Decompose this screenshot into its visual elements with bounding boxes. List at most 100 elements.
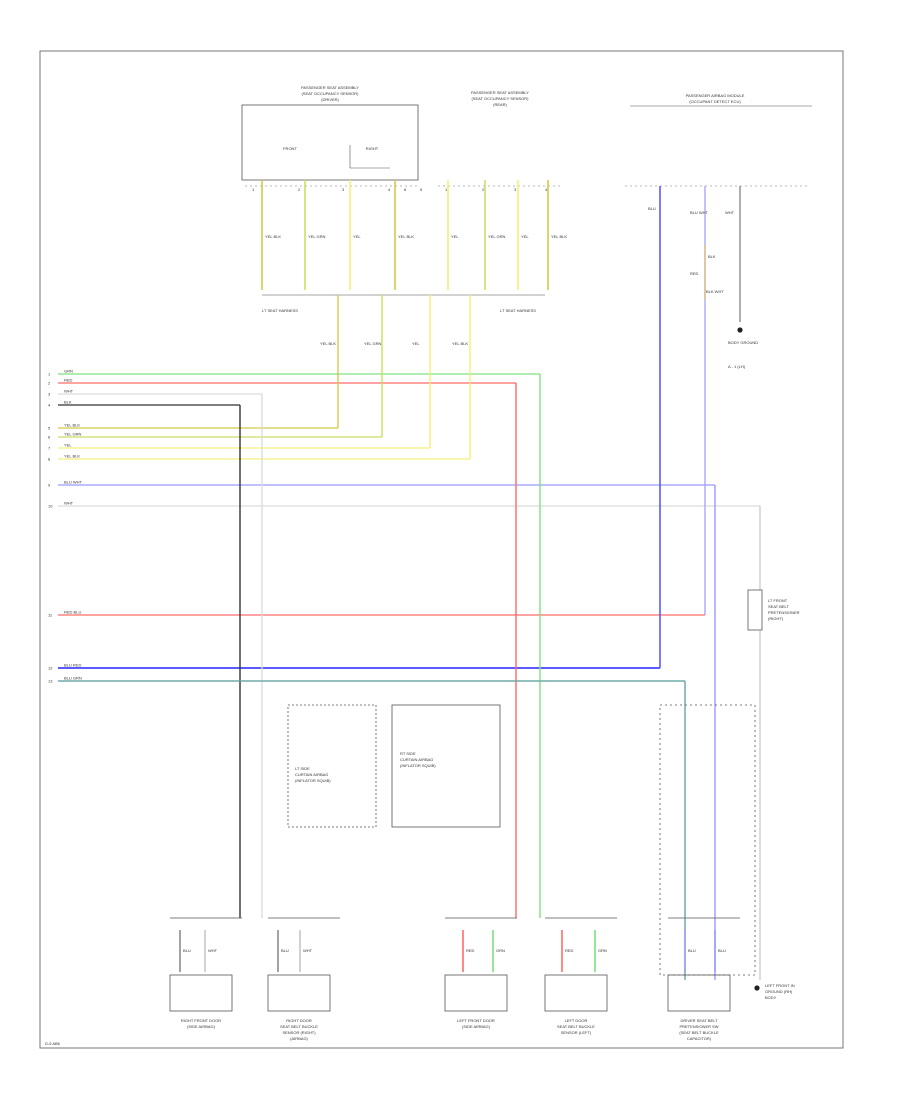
mid-wire-label: YEL GRN — [364, 341, 382, 346]
bus-wire-label: GRN — [64, 369, 73, 374]
bottom-component-label: RIGHT DOOR — [286, 1018, 312, 1023]
top-pin: 3 — [342, 187, 345, 192]
top-component-driver-seat: PASSENGER SEAT ASSEMBLY (SEAT OCCUPANCY … — [241, 85, 419, 181]
diagram-frame — [39, 50, 844, 1049]
center-module-label: LT SIDE — [295, 766, 310, 771]
mid-wire-label: YEL — [412, 341, 420, 346]
top-pin: 2 — [482, 187, 485, 192]
bottom-component-label: SENSOR (RIGHT) — [282, 1030, 316, 1035]
bottom-wire-label: RED — [565, 948, 574, 953]
right-module-wire-label: BLU — [648, 206, 656, 211]
bus-wire-label: BLU RED — [64, 663, 81, 668]
bus-wire-label: YEL — [64, 443, 72, 448]
bus-wire-label: YEL BLK — [64, 454, 80, 459]
bottom-component-box — [169, 974, 233, 1012]
bus-pin: 8 — [48, 457, 51, 462]
bus-pin: 6 — [48, 435, 51, 440]
unit-label: SEAT BELT — [768, 604, 789, 609]
bottom-ground: LEFT FRONT IN GROUND (RH) BODY — [754, 983, 795, 1000]
top-pin: 2 — [298, 187, 301, 192]
bottom-component-label: LEFT FRONT DOOR — [457, 1018, 495, 1023]
bus-pin: 4 — [48, 403, 51, 408]
bottom-component-label: (SEAT BELT BUCKLE — [679, 1030, 719, 1035]
unit-label: LT FRONT — [768, 598, 788, 603]
bottom-ground-dot — [754, 985, 760, 991]
top-component-rear-seat: PASSENGER SEAT ASSEMBLY (SEAT OCCUPANCY … — [471, 90, 529, 107]
bottom-component-label: CAPACITOR) — [687, 1036, 712, 1041]
top-wire-label: YEL — [353, 234, 361, 239]
bus-wire-label: RED BLU — [64, 610, 81, 615]
bottom-component-label: RIGHT FRONT DOOR — [181, 1018, 221, 1023]
bus-wire-label: WHT — [64, 389, 74, 394]
right-module-wire-label: BLK — [708, 254, 716, 259]
driver-pretensioner-frame — [659, 704, 756, 976]
right-module-wire-label: WHT — [725, 210, 735, 215]
top-wire-label: YEL BLK — [398, 234, 414, 239]
top-wire-label: YEL BLK — [551, 234, 567, 239]
bus-pin: 1 — [48, 372, 51, 377]
bus-wire-label: YEL GRN — [64, 432, 82, 437]
top-pin: 3 — [514, 187, 517, 192]
top-wire-label: YEL — [521, 234, 529, 239]
bottom-component-label: SEAT BELT BUCKLE — [557, 1024, 595, 1029]
ground-dot — [737, 327, 743, 333]
right-module-wire-label: BLU WHT — [690, 210, 709, 215]
unit-label: (RIGHT) — [768, 616, 784, 621]
top-component-sub2: (DRIVER) — [321, 97, 339, 102]
bottom-component-label: SEAT BELT BUCKLE — [280, 1024, 318, 1029]
bottom-wire-label: BLU — [688, 948, 696, 953]
bottom-wire-label: GRN — [496, 948, 505, 953]
bottom-wire-label: RED — [466, 948, 475, 953]
top-pin: 6 — [404, 187, 407, 192]
bottom-wire-label: BLU — [183, 948, 191, 953]
bottom-component-box — [667, 974, 731, 1012]
top-component-sub2: (REAR) — [493, 102, 507, 107]
right-side-unit: LT FRONT SEAT BELT PRETENSIONER (RIGHT) — [747, 506, 800, 980]
bottom-wire-label: BLU — [718, 948, 726, 953]
unit-label: PRETENSIONER — [768, 610, 800, 615]
center-module-label: (INFLATOR SQUIB) — [400, 763, 436, 768]
top-pin: 1 — [445, 187, 448, 192]
top-pin: 1 — [252, 187, 255, 192]
connector-right-label: LT SEAT HARNESS — [500, 308, 536, 313]
bus-pin: 3 — [48, 392, 51, 397]
top-component-title: PASSENGER SEAT ASSEMBLY — [471, 90, 529, 95]
bottom-ground-label: LEFT FRONT IN — [765, 983, 795, 988]
bottom-wire-label: BLU — [281, 948, 289, 953]
top-wire-label: YEL BLK — [265, 234, 281, 239]
bottom-component-box — [544, 974, 608, 1012]
bus-pin: 2 — [48, 381, 51, 386]
bus-wire-label: BLU WHT — [64, 480, 83, 485]
center-module-left: LT SIDE CURTAIN AIRBAG (INFLATOR SQUIB) — [287, 704, 377, 828]
bottom-component-label: (SIDE AIRBAG) — [462, 1024, 491, 1029]
bus-pin: 7 — [48, 446, 51, 451]
inner-front-label: FRONT — [283, 146, 297, 151]
footer-code: D-5 AB6 — [45, 1041, 61, 1046]
right-module-wire-label: RED — [690, 271, 699, 276]
ground-sub: A - 1 (LH) — [728, 364, 746, 369]
connector-left-label: LT SEAT HARNESS — [262, 308, 298, 313]
top-pin: 5 — [420, 187, 423, 192]
center-module-right: RT SIDE CURTAIN AIRBAG (INFLATOR SQUIB) — [391, 704, 501, 828]
right-module-wires: BLU BLU WHT WHT BLK RED BLK WHT BODY GRO… — [648, 186, 758, 668]
bus-pin: 5 — [48, 426, 51, 431]
top-wire-label: YEL GRN — [308, 234, 326, 239]
center-module-label: (INFLATOR SQUIB) — [295, 778, 331, 783]
bottom-component-label: LEFT DOOR — [565, 1018, 588, 1023]
bottom-wire-label: WHT — [208, 948, 218, 953]
center-module-label: CURTAIN AIRBAG — [295, 772, 328, 777]
bottom-component-box — [444, 974, 508, 1012]
inner-right-label: RIGHT — [366, 146, 379, 151]
top-wire-label: YEL GRN — [488, 234, 506, 239]
bottom-wire-label: GRN — [598, 948, 607, 953]
bus-pin: 13 — [48, 679, 53, 684]
top-pin: 4 — [388, 187, 391, 192]
bottom-ground-label: GROUND (RH) — [765, 989, 793, 994]
bottom-component-label: SENSOR (LEFT) — [561, 1030, 592, 1035]
top-component-sub1: (SEAT OCCUPANCY SENSOR) — [471, 96, 529, 101]
